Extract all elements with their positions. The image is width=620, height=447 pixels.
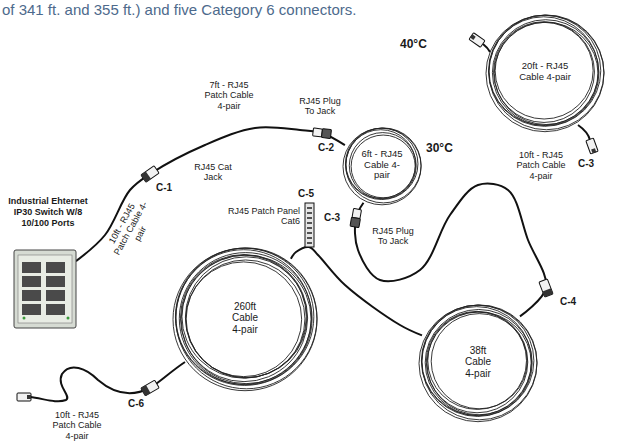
- cable-coil: 20ft - RJ45 Cable 4-pair: [483, 10, 607, 134]
- coil-label: 6ft - RJ45 Cable 4-pair: [358, 149, 406, 182]
- cable-label: 7ft - RJ45 Patch Cable 4-pair: [200, 80, 258, 111]
- body-text: of 341 ft. and 355 ft.) and five Categor…: [2, 1, 356, 18]
- rj45-jack: [141, 166, 159, 183]
- callout-number: C-3: [324, 212, 340, 224]
- ethernet-switch: [14, 250, 76, 328]
- cable-label: 10ft - RJ45 Patch Cable 4-pair: [512, 150, 570, 181]
- callout-number: C-2: [318, 142, 334, 154]
- cable-label: 10ft - RJ45 Patch Cable 4-pair: [102, 194, 159, 263]
- cable-label: 10ft - RJ45 Patch Cable 4-pair: [48, 410, 106, 441]
- rj45-plug: [586, 138, 598, 154]
- coil-label: 38ft Cable 4-pair: [460, 345, 496, 380]
- coil-label: 260ft Cable 4-pair: [227, 301, 263, 336]
- panel-label: RJ45 Patch Panel Cat6: [220, 206, 300, 227]
- rj45-plug: [141, 380, 159, 396]
- switch-frame: [14, 250, 76, 328]
- coil-text: 260ft Cable 4-pair: [227, 301, 263, 336]
- rj45-plug: [539, 279, 553, 297]
- connector-label: RJ45 Cat Jack: [192, 162, 234, 183]
- cable-coil: 260ft Cable 4-pair: [170, 243, 320, 393]
- callout-number: C-4: [560, 296, 576, 308]
- rj45-plug-to-jack: [313, 127, 332, 138]
- coil-text: 6ft - RJ45 Cable 4-pair: [358, 149, 406, 182]
- cable-coil: 6ft - RJ45 Cable 4-pair: [340, 123, 424, 207]
- cable-coil: 38ft Cable 4-pair: [416, 300, 540, 424]
- node-heading: Industrial Ehternet IP30 Switch W/8 10/1…: [0, 196, 96, 228]
- temperature-label: 30°C: [426, 142, 453, 156]
- rj45-plug-to-jack: [350, 208, 362, 227]
- cable: [291, 247, 422, 336]
- rj45-plug: [17, 393, 31, 401]
- cable: [355, 184, 546, 317]
- callout-number: C-3: [578, 158, 594, 170]
- patch-panel: [305, 203, 314, 247]
- callout-number: C-6: [128, 398, 144, 410]
- connector-label: RJ45 Plug To Jack: [370, 226, 416, 247]
- cable-tail: [483, 44, 490, 52]
- cable-tail: [578, 125, 590, 140]
- callout-number: C-5: [298, 188, 314, 200]
- coil-text: 38ft Cable 4-pair: [460, 345, 496, 380]
- switch-node: Industrial Ehternet IP30 Switch W/8 10/1…: [0, 196, 96, 328]
- patch-cable-tail: [30, 362, 185, 401]
- temperature-label: 40°C: [400, 38, 427, 52]
- coil-label: 20ft - RJ45 Cable 4-pair: [518, 61, 572, 83]
- connector-label: RJ45 Plug To Jack: [296, 96, 344, 117]
- callout-number: C-1: [156, 182, 172, 194]
- coil-text: 20ft - RJ45 Cable 4-pair: [518, 61, 572, 83]
- rj45-plug: [469, 33, 485, 48]
